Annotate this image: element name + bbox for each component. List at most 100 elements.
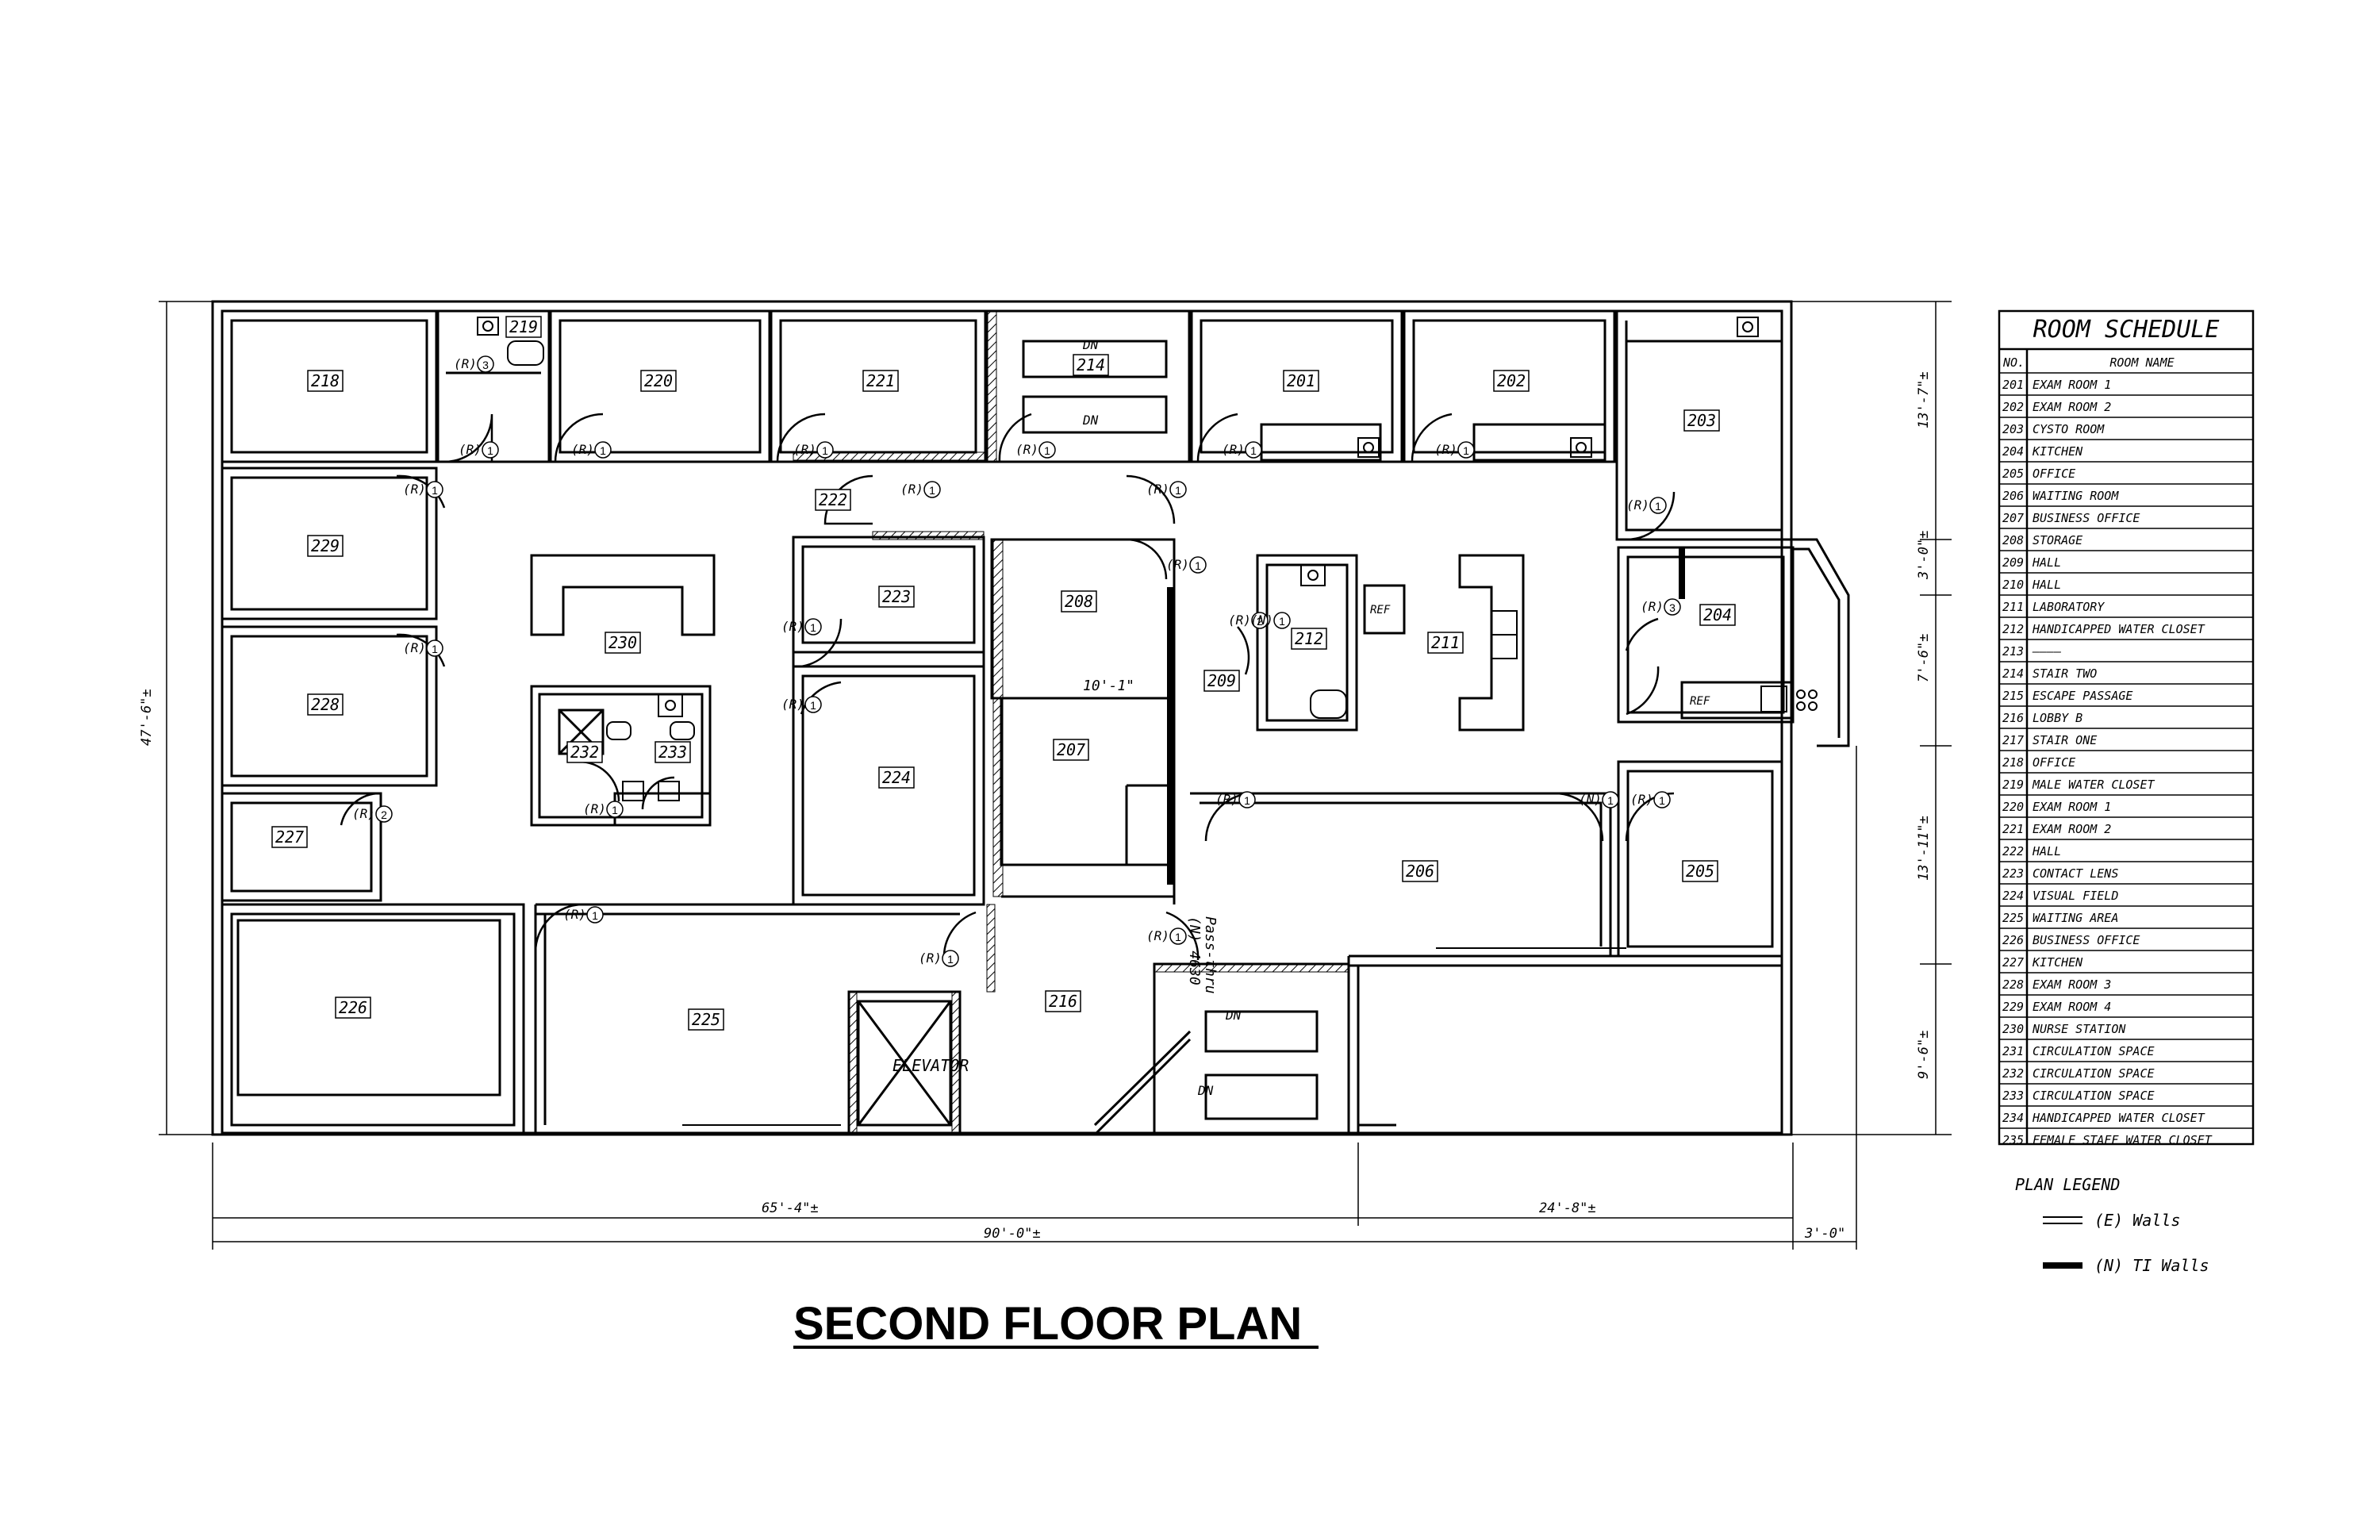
room-number: 207 bbox=[1057, 740, 1085, 759]
page-title: SECOND FLOOR PLAN bbox=[793, 1298, 1302, 1350]
svg-text:1: 1 bbox=[612, 804, 618, 816]
schedule-room-name: CIRCULATION SPACE bbox=[2033, 1066, 2155, 1081]
hatched-walls bbox=[793, 310, 1349, 1135]
door-tag: (N)1 bbox=[1250, 612, 1291, 629]
door-tag: (R)1 bbox=[1146, 927, 1187, 945]
schedule-room-no: 212 bbox=[2002, 622, 2024, 636]
door-tag: (R)1 bbox=[571, 441, 612, 459]
room-tag: 202 bbox=[1493, 370, 1530, 392]
svg-text:(R): (R) bbox=[1215, 792, 1238, 807]
schedule-room-name: BUSINESS OFFICE bbox=[2033, 511, 2140, 525]
schedule-room-name: HANDICAPPED WATER CLOSET bbox=[2032, 622, 2205, 636]
door-tag: (R)3 bbox=[454, 355, 494, 373]
room-tag: 233 bbox=[654, 741, 691, 763]
room-tag: 222 bbox=[815, 489, 851, 511]
room-tag: 221 bbox=[862, 370, 899, 392]
schedule-room-no: 235 bbox=[2002, 1133, 2024, 1147]
stair-dn-1: DN bbox=[1082, 337, 1099, 352]
schedule-room-no: 225 bbox=[2002, 911, 2024, 925]
room-number: 212 bbox=[1295, 629, 1323, 648]
door-tag: (R)1 bbox=[403, 639, 443, 657]
schedule-room-name: OFFICE bbox=[2033, 467, 2075, 481]
schedule-col-no: NO. bbox=[2002, 355, 2025, 370]
schedule-room-name: KITCHEN bbox=[2032, 955, 2083, 970]
svg-text:(R): (R) bbox=[1641, 599, 1664, 614]
room-tag: 206 bbox=[1402, 860, 1438, 882]
corridor-dimension: 10'-1" bbox=[1083, 678, 1134, 694]
room-number: 203 bbox=[1687, 411, 1716, 430]
door-tag: (R)2 bbox=[1228, 612, 1269, 629]
door-swings bbox=[340, 413, 1676, 961]
door-tag: (R)1 bbox=[563, 906, 604, 924]
schedule-room-no: 215 bbox=[2002, 689, 2024, 703]
svg-text:1: 1 bbox=[592, 909, 598, 922]
room-number: 229 bbox=[311, 536, 340, 555]
ref-label-kitchen: REF bbox=[1690, 695, 1710, 708]
door-tag: (R)1 bbox=[1434, 441, 1475, 459]
legend-ti-walls: (N) TI Walls bbox=[2094, 1256, 2209, 1275]
svg-text:2: 2 bbox=[1257, 615, 1263, 628]
door-tag: (R)1 bbox=[900, 481, 941, 498]
schedule-room-no: 213 bbox=[2002, 644, 2024, 659]
schedule-room-name: EXAM ROOM 2 bbox=[2033, 400, 2111, 414]
schedule-room-no: 227 bbox=[2002, 955, 2024, 970]
dim-bottom-3: 3'-0" bbox=[1804, 1226, 1845, 1242]
room-tag: 212 bbox=[1291, 628, 1327, 650]
room-number: 205 bbox=[1686, 862, 1714, 881]
room-schedule-frame bbox=[1998, 309, 2255, 1146]
schedule-room-name: STORAGE bbox=[2033, 533, 2082, 547]
room-tag: 211 bbox=[1427, 632, 1464, 654]
legend-samples bbox=[2043, 1216, 2082, 1269]
door-tag: (R) 1 bbox=[1215, 791, 1256, 808]
svg-text:1: 1 bbox=[1244, 794, 1250, 807]
svg-text:(R): (R) bbox=[900, 482, 923, 497]
door-tag: (R)1 bbox=[793, 441, 834, 459]
legend-title: PLAN LEGEND bbox=[2015, 1175, 2120, 1194]
stair-dn-4: DN bbox=[1197, 1083, 1214, 1098]
room-tag: 209 bbox=[1203, 670, 1240, 692]
svg-text:1: 1 bbox=[487, 444, 493, 457]
room-number: 225 bbox=[692, 1010, 720, 1029]
schedule-room-name: MALE WATER CLOSET bbox=[2032, 778, 2155, 792]
svg-text:1: 1 bbox=[1250, 444, 1257, 457]
pass-thru-label-2: Pass-thru bbox=[1202, 916, 1219, 994]
room-tag: 216 bbox=[1045, 990, 1081, 1012]
svg-text:(R): (R) bbox=[459, 442, 482, 457]
room-number: 201 bbox=[1287, 371, 1315, 390]
svg-text:1: 1 bbox=[1659, 794, 1665, 807]
dim-overall-height: 47'-6"± bbox=[139, 689, 155, 746]
svg-text:(R): (R) bbox=[1146, 482, 1169, 497]
room-number: 222 bbox=[819, 490, 847, 509]
legend-existing-walls: (E) Walls bbox=[2094, 1211, 2180, 1230]
stair-dn-3: DN bbox=[1225, 1008, 1242, 1023]
svg-text:1: 1 bbox=[1655, 500, 1661, 513]
svg-text:(R): (R) bbox=[1146, 928, 1169, 943]
door-tag: (R)3 bbox=[1641, 598, 1681, 616]
svg-text:(R): (R) bbox=[919, 950, 942, 966]
schedule-room-name: LABORATORY bbox=[2033, 600, 2105, 614]
dimension-lines bbox=[159, 301, 1952, 1250]
schedule-room-no: 226 bbox=[2002, 933, 2024, 947]
schedule-room-name: ———— bbox=[2032, 644, 2061, 659]
door-tag: (R)1 bbox=[1166, 556, 1207, 574]
schedule-room-no: 233 bbox=[2002, 1089, 2024, 1103]
svg-text:3: 3 bbox=[482, 359, 489, 371]
room-tag: 219 bbox=[505, 316, 542, 338]
svg-text:1: 1 bbox=[947, 953, 954, 966]
door-tag: (R)1 bbox=[1146, 481, 1187, 498]
svg-text:1: 1 bbox=[1607, 794, 1614, 807]
svg-text:1: 1 bbox=[1195, 559, 1201, 572]
room-number: 211 bbox=[1431, 633, 1460, 652]
schedule-room-no: 214 bbox=[2002, 666, 2024, 681]
room-tag: 205 bbox=[1682, 860, 1718, 882]
dim-right-5: 9'-6"± bbox=[1916, 1031, 1932, 1079]
room-tag: 218 bbox=[307, 370, 344, 392]
schedule-room-no: 206 bbox=[2002, 489, 2024, 503]
schedule-room-no: 210 bbox=[2002, 578, 2024, 592]
schedule-title: ROOM SCHEDULE bbox=[2033, 316, 2220, 344]
room-number: 220 bbox=[644, 371, 673, 390]
room-number: 224 bbox=[882, 768, 911, 787]
schedule-room-no: 207 bbox=[2002, 511, 2024, 525]
room-tag: 214 bbox=[1073, 354, 1109, 376]
dim-bottom-total: 90'-0"± bbox=[984, 1226, 1041, 1242]
